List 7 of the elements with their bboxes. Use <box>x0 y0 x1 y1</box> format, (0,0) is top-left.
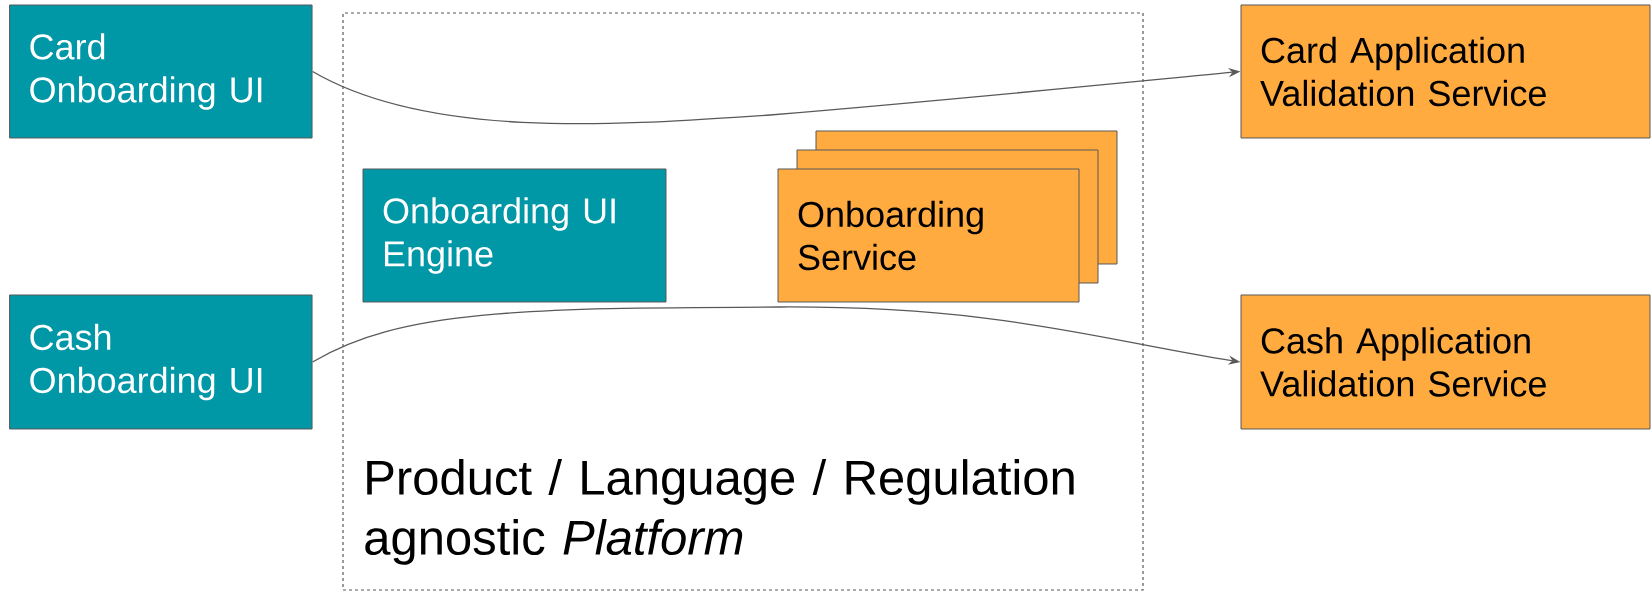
ui-box: Cash Onboarding UI <box>9 294 313 430</box>
service-box: Cash Application Validation Service <box>1240 294 1651 430</box>
platform-caption: Product / Language / Regulation agnostic Platform <box>365 459 1074 565</box>
service-box: Card Application Validation Service <box>1240 4 1651 139</box>
ui-box: Onboarding UI Engine <box>362 168 667 303</box>
service-stack: Onboarding Service <box>777 130 1118 303</box>
ui-box: Card Onboarding UI <box>9 4 313 139</box>
